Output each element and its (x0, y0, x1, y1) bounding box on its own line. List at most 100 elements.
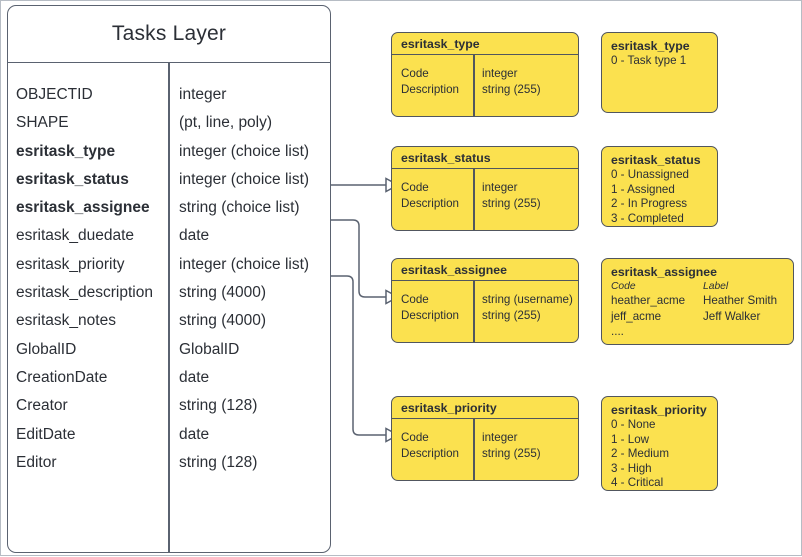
domain-box-esritask-status: esritask_status Code Description integer… (391, 146, 579, 231)
domain-key: Description (401, 446, 459, 460)
table-row: esritask_priority (16, 255, 125, 273)
value-list-item: 2 - Medium (611, 447, 669, 461)
table-cell-type: integer (choice list) (179, 170, 310, 188)
value-list-item: 2 - In Progress (611, 197, 688, 211)
value-list-item: 3 - Completed (611, 211, 684, 225)
table-cell-type: string (128) (179, 397, 258, 415)
domain-box-body: Code Description string (username) strin… (392, 281, 578, 342)
value-list-item: 4 - Critical (611, 476, 664, 490)
table-cell-type: (pt, line, poly) (179, 114, 273, 132)
page-title: Tasks Layer (8, 6, 330, 63)
table-row: esritask_notes (16, 312, 116, 330)
value-list-item: 0 - Unassigned (611, 168, 689, 181)
value-list-esritask-priority: esritask_priority 0 - None 1 - Low 2 - M… (601, 396, 718, 491)
domain-box-title: esritask_assignee (392, 259, 578, 281)
table-row: Editor (16, 453, 57, 471)
domain-key: Description (401, 82, 459, 96)
domain-type: string (255) (482, 82, 541, 96)
value-list-title: esritask_priority (611, 403, 707, 417)
value-list-esritask-status: esritask_status 0 - Unassigned 1 - Assig… (601, 146, 718, 227)
domain-box-esritask-assignee: esritask_assignee Code Description strin… (391, 258, 579, 343)
table-row: CreationDate (16, 368, 108, 386)
domain-box-esritask-type: esritask_type Code Description integer s… (391, 32, 579, 117)
value-list-item: 1 - Assigned (611, 182, 675, 196)
entity-column-divider (168, 63, 170, 552)
domain-box-keys: Code Description (392, 169, 473, 230)
list-item: jeff_acme Jeff Walker (611, 309, 793, 325)
domain-box-body: Code Description integer string (255) (392, 169, 578, 230)
connector-assignee (331, 219, 386, 298)
domain-type: integer (482, 431, 518, 444)
domain-box-title: esritask_priority (392, 397, 578, 419)
table-cell-type: GlobalID (179, 340, 240, 358)
value-list-title: esritask_type (611, 39, 690, 53)
entity-body: OBJECTID SHAPE esritask_type esritask_st… (8, 63, 330, 552)
domain-box-body: Code Description integer string (255) (392, 55, 578, 116)
domain-box-title: esritask_type (392, 33, 578, 55)
domain-box-types: integer string (255) (473, 169, 578, 230)
domain-key: Code (401, 67, 429, 80)
domain-key: Description (401, 308, 459, 322)
domain-box-body: Code Description integer string (255) (392, 419, 578, 480)
table-cell-type: integer (choice list) (179, 142, 310, 160)
value-list-item: 0 - None (611, 418, 656, 431)
domain-type: string (255) (482, 308, 541, 322)
domain-key: Code (401, 181, 429, 194)
domain-box-keys: Code Description (392, 55, 473, 116)
table-cell-type: integer (choice list) (179, 255, 310, 273)
table-row: EditDate (16, 425, 76, 443)
value-list-header-label: Label (703, 281, 729, 292)
table-cell-type: integer (179, 86, 227, 103)
domain-box-divider (473, 419, 475, 480)
table-row: GlobalID (16, 340, 77, 358)
table-cell-type: date (179, 227, 210, 245)
value-list-item: 1 - Low (611, 432, 650, 446)
table-row: Creator (16, 397, 68, 415)
table-cell-type: string (choice list) (179, 199, 300, 217)
entity-tasks-layer: Tasks Layer OBJECTID SHAPE esritask_type… (7, 5, 331, 553)
value-list-title: esritask_assignee (611, 265, 717, 279)
domain-type: string (username) (482, 293, 573, 306)
connector-priority (331, 275, 386, 436)
domain-type: integer (482, 67, 518, 80)
value-list-header-code: Code (611, 281, 636, 292)
value-code: .... (611, 325, 624, 338)
domain-key: Code (401, 431, 429, 444)
domain-box-title: esritask_status (392, 147, 578, 169)
domain-box-divider (473, 281, 475, 342)
value-list-item: 3 - High (611, 461, 652, 475)
value-label: Jeff Walker (703, 309, 761, 323)
list-item: heather_acme Heather Smith (611, 293, 793, 309)
value-list-esritask-assignee: esritask_assignee Code Label heather_acm… (601, 258, 794, 345)
value-list-esritask-type: esritask_type 0 - Task type 1 (601, 32, 718, 113)
table-cell-type: date (179, 368, 210, 386)
entity-field-names-column: OBJECTID SHAPE esritask_type esritask_st… (8, 63, 168, 552)
domain-box-keys: Code Description (392, 281, 473, 342)
domain-box-divider (473, 55, 475, 116)
domain-type: string (255) (482, 446, 541, 460)
entity-field-types-column: integer (pt, line, poly) integer (choice… (168, 63, 330, 552)
domain-key: Description (401, 196, 459, 210)
value-list-header-row: Code Label (611, 280, 793, 293)
domain-box-types: string (username) string (255) (473, 281, 578, 342)
domain-type: integer (482, 181, 518, 194)
domain-box-types: integer string (255) (473, 419, 578, 480)
value-list-title: esritask_status (611, 153, 701, 167)
table-cell-type: string (4000) (179, 284, 267, 302)
table-row: esritask_description (16, 284, 153, 302)
table-row: SHAPE (16, 114, 69, 132)
table-cell-type: string (128) (179, 453, 258, 471)
domain-type: string (255) (482, 196, 541, 210)
list-item: .... (611, 324, 793, 340)
table-cell-type: string (4000) (179, 312, 267, 330)
table-row: esritask_status (16, 170, 129, 188)
domain-box-esritask-priority: esritask_priority Code Description integ… (391, 396, 579, 481)
table-row: OBJECTID (16, 86, 93, 103)
value-list-item: 0 - Task type 1 (611, 54, 687, 67)
domain-box-divider (473, 169, 475, 230)
value-code: jeff_acme (611, 309, 662, 323)
table-row: esritask_duedate (16, 227, 135, 245)
value-label: Heather Smith (703, 294, 778, 307)
table-row: esritask_type (16, 142, 116, 160)
